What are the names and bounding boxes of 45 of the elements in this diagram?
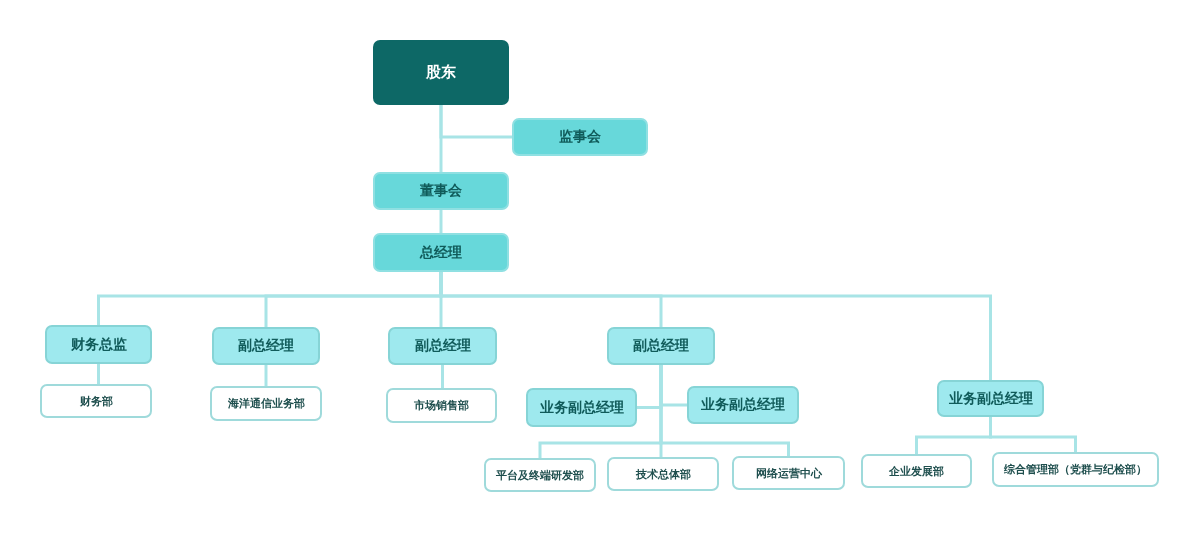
node-label: 财务部 [79, 393, 113, 409]
department-box [607, 457, 719, 491]
node-label: 总经理 [420, 243, 462, 262]
department-box [386, 388, 497, 423]
department-box [992, 452, 1159, 487]
node-label: 业务副总经理 [948, 389, 1033, 408]
connector-line [97, 364, 100, 384]
manager-box [687, 386, 799, 424]
node-label: 副总经理 [633, 337, 689, 355]
node-label: 财务总监 [70, 335, 127, 354]
manager-box [526, 388, 637, 427]
node-label: 企业发展部 [889, 463, 944, 479]
node-label: 网络运营中心 [755, 465, 822, 481]
board-box [373, 233, 509, 272]
node-label: 技术总体部 [635, 466, 691, 482]
node-label: 监事会 [559, 128, 601, 146]
department-box [732, 456, 845, 490]
manager-box [45, 325, 152, 364]
connector-line [439, 105, 443, 172]
connector-line [441, 365, 444, 388]
node-label: 董事会 [420, 182, 462, 200]
connector-line [439, 210, 443, 233]
board-box [512, 118, 648, 156]
manager-box [607, 327, 715, 365]
manager-box [937, 380, 1044, 417]
node-label: 股东 [426, 63, 456, 82]
department-box [40, 384, 152, 418]
node-label: 市场销售部 [414, 398, 469, 413]
connector-line [989, 417, 1077, 452]
node-label: 平台及终端研发部 [496, 467, 584, 483]
department-box [484, 458, 596, 492]
manager-box [212, 327, 320, 365]
node-label: 海洋通信业务部 [227, 396, 305, 411]
node-label: 副总经理 [414, 337, 471, 355]
department-box [210, 386, 322, 421]
node-label: 综合管理部（党群与纪检部） [1004, 462, 1147, 477]
node-label: 副总经理 [238, 337, 294, 355]
department-box [861, 454, 972, 488]
shareholder-box [373, 40, 509, 105]
node-label: 业务副总经理 [701, 396, 785, 414]
board-box [373, 172, 509, 210]
connector-line [659, 365, 790, 456]
connector-line [264, 365, 268, 386]
node-label: 业务副总经理 [539, 398, 624, 417]
manager-box [388, 327, 497, 365]
